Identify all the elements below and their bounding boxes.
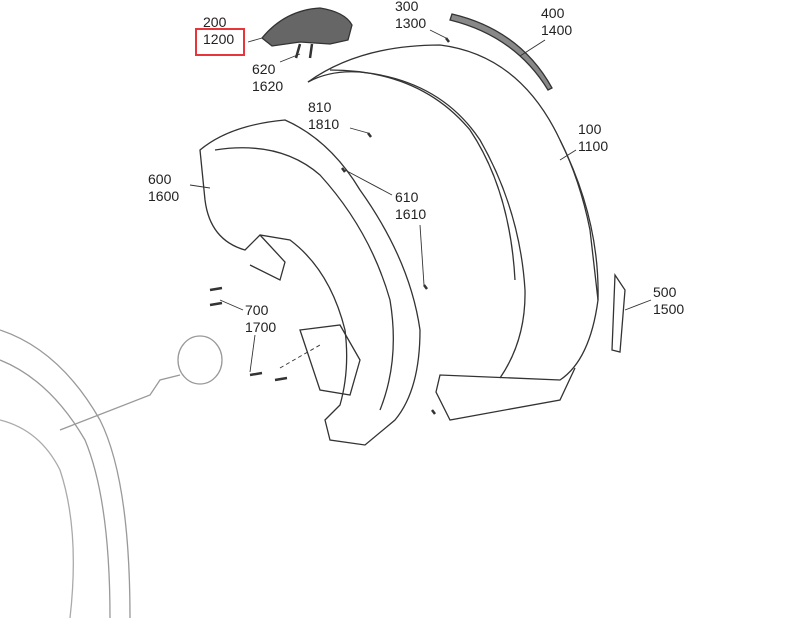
callout-400[interactable]: 400 1400 xyxy=(541,5,572,39)
part-400-strip xyxy=(449,13,553,91)
callout-700[interactable]: 700 1700 xyxy=(245,302,276,336)
part-number: 300 xyxy=(395,0,419,14)
part-number: 400 xyxy=(541,5,565,21)
callout-100[interactable]: 100 1100 xyxy=(578,121,608,155)
part-500-trim xyxy=(611,272,626,353)
part-number-alt: 1610 xyxy=(395,206,427,222)
part-600-inner-fender xyxy=(199,119,421,446)
callout-300[interactable]: 300 1300 xyxy=(395,0,426,32)
part-number: 700 xyxy=(245,302,269,318)
callout-500[interactable]: 500 1500 xyxy=(653,284,684,318)
part-number-alt: 1700 xyxy=(245,319,277,335)
callout-200[interactable]: 200 1200 xyxy=(203,14,234,48)
highlight-box xyxy=(195,28,245,56)
part-number-alt: 1300 xyxy=(395,15,427,31)
part-number: 200 xyxy=(203,14,227,30)
vehicle-outline xyxy=(0,329,131,618)
part-number: 620 xyxy=(252,61,276,77)
part-number: 810 xyxy=(308,99,332,115)
part-number: 100 xyxy=(578,121,602,137)
callout-620[interactable]: 620 1620 xyxy=(252,61,283,95)
part-number-alt: 1620 xyxy=(252,78,284,94)
part-number: 600 xyxy=(148,171,172,187)
callout-810[interactable]: 810 1810 xyxy=(308,99,339,133)
part-number: 500 xyxy=(653,284,677,300)
part-number: 610 xyxy=(395,189,419,205)
callout-610[interactable]: 610 1610 xyxy=(395,189,426,223)
part-number-alt: 1500 xyxy=(653,301,685,317)
part-100-fender xyxy=(307,44,599,421)
part-number-alt: 1100 xyxy=(578,138,609,154)
callout-600[interactable]: 600 1600 xyxy=(148,171,179,205)
part-number-alt: 1600 xyxy=(148,188,180,204)
part-number-alt: 1200 xyxy=(203,31,235,47)
part-number-alt: 1400 xyxy=(541,22,573,38)
part-number-alt: 1810 xyxy=(308,116,340,132)
part-200-bracket xyxy=(261,7,353,47)
